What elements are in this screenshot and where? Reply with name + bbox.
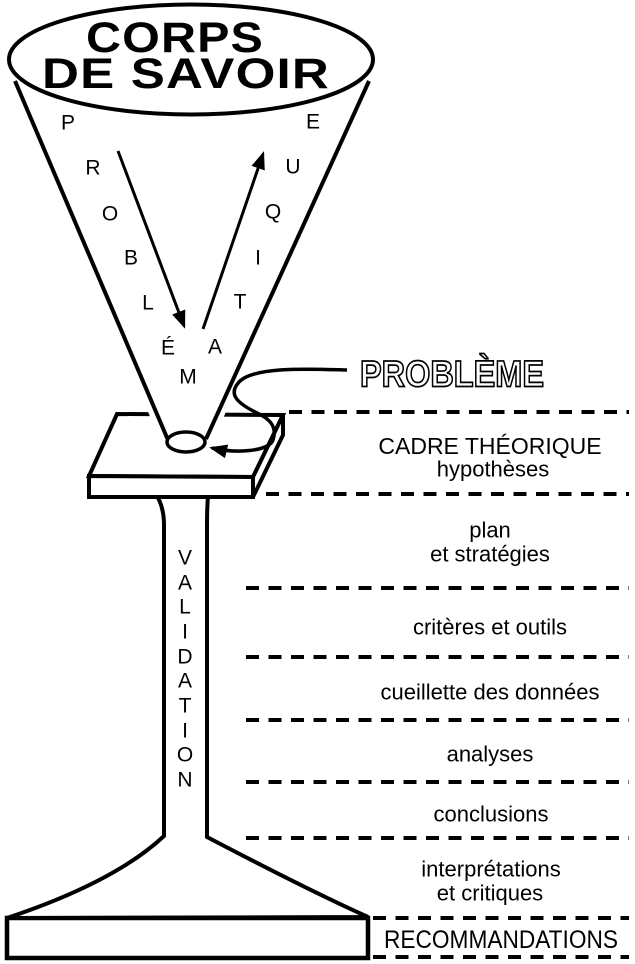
- validation-letters: V A L I D A T I O N: [177, 547, 193, 792]
- funnel-letter-right-q: Q: [265, 201, 281, 224]
- funnel-letter-left-e: É: [161, 337, 175, 360]
- stage-label-plan: plan: [469, 518, 511, 543]
- ascent-arrow: [201, 151, 265, 330]
- descent-arrow: [116, 150, 186, 329]
- title-line-2: DE SAVOIR: [42, 50, 330, 98]
- stem-letter-5: A: [178, 670, 192, 693]
- chalice-stem: [6, 494, 369, 920]
- funnel-letter-left-p: P: [61, 112, 75, 135]
- stem-letter-6: T: [179, 695, 192, 718]
- cone-right-edge: [204, 80, 371, 440]
- recommendations-label: RECOMMANDATIONS: [384, 926, 618, 954]
- funnel-letter-left-l: L: [142, 292, 154, 315]
- stage-label-criteres-et-outils: critères et outils: [413, 615, 567, 640]
- funnel-left-letters: P R O B L É M: [61, 112, 197, 389]
- funnel-letter-right-a: A: [208, 336, 222, 359]
- stage-label-conclusions: conclusions: [434, 802, 549, 827]
- funnel-letter-right-e: E: [306, 111, 320, 134]
- stem-letter-1: A: [178, 572, 192, 595]
- stage-label-hypotheses: hypothèses: [437, 457, 550, 482]
- title-line-1: CORPS: [86, 14, 264, 62]
- stage-label-interpretations: interprétations: [421, 857, 560, 882]
- probleme-callout-arrow: [209, 367, 348, 459]
- funnel-letter-left-m: M: [179, 366, 197, 389]
- stage-label-et-critiques: et critiques: [437, 881, 543, 906]
- stem-letter-9: N: [177, 769, 192, 792]
- stage-label-cueillette-des-donnees: cueillette des données: [381, 680, 600, 705]
- funnel-tip-opening: [165, 430, 207, 454]
- cone-top-ellipse: [7, 2, 375, 117]
- funnel-letter-right-u: U: [285, 156, 300, 179]
- stem-letter-8: O: [177, 744, 193, 767]
- stem-letter-7: I: [182, 720, 188, 743]
- cone-left-edge: [13, 80, 170, 441]
- stem-letter-4: D: [177, 646, 192, 669]
- stem-letter-3: I: [182, 621, 188, 644]
- stage-label-cadre-theorique: CADRE THÉORIQUE: [378, 433, 601, 459]
- chalice-base: [4, 915, 371, 961]
- funnel-letter-right-t: T: [234, 291, 247, 314]
- stage-labels: CADRE THÉORIQUE hypothèses plan et strat…: [378, 433, 618, 954]
- probleme-label: PROBLÈME: [360, 354, 544, 395]
- stem-letter-2: L: [179, 596, 191, 619]
- funnel-letter-left-r: R: [85, 157, 100, 180]
- stem-letter-0: V: [178, 547, 192, 570]
- funnel-right-letters: E U Q I T A: [208, 111, 320, 359]
- platform-front-face: [87, 473, 255, 499]
- stage-label-et-strategies: et stratégies: [430, 542, 550, 567]
- stage-label-analyses: analyses: [447, 742, 534, 767]
- funnel-letter-right-i: I: [255, 247, 261, 270]
- funnel-letter-left-b: B: [124, 247, 138, 270]
- funnel-letter-left-o: O: [102, 203, 118, 226]
